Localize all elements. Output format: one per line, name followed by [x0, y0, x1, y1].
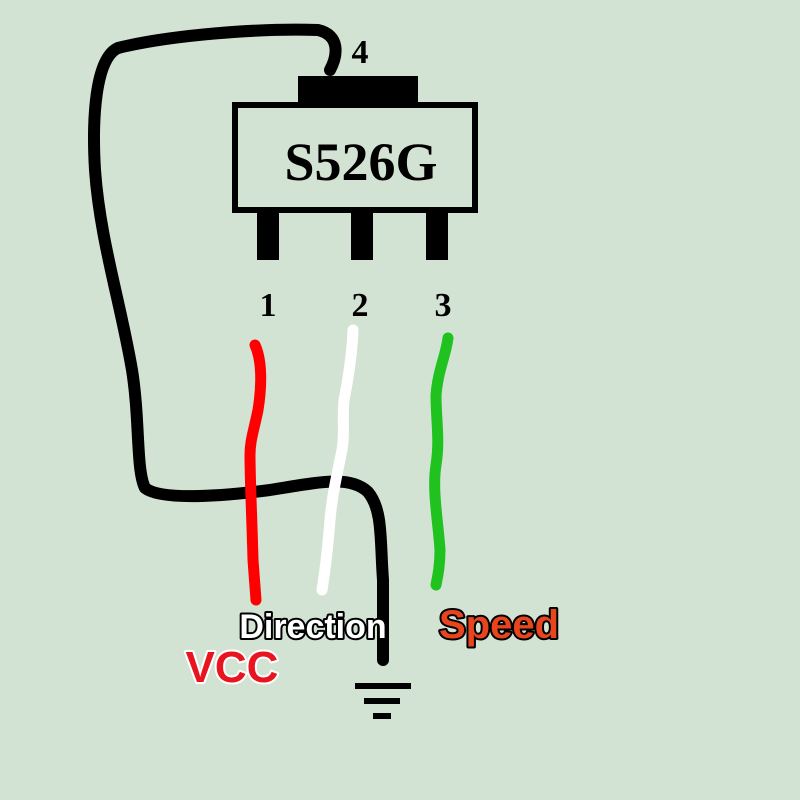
vcc-label: VCC	[186, 643, 279, 692]
chip-leg-1	[257, 210, 279, 260]
pin-4-number: 4	[352, 34, 369, 71]
direction-label: Direction	[239, 608, 386, 646]
ground-wire	[88, 23, 389, 666]
chip-package: S526G	[232, 76, 478, 260]
speed-wire	[429, 332, 454, 591]
pin-2-number: 2	[352, 287, 369, 324]
speed-label: Speed	[439, 603, 559, 647]
pin-3-number: 3	[435, 287, 452, 324]
ground-symbol	[355, 683, 411, 719]
vcc-wire	[244, 339, 267, 606]
pin-1-number: 1	[260, 287, 277, 324]
chip-leg-3	[426, 210, 448, 260]
chip-leg-2	[351, 210, 373, 260]
chip-label: S526G	[284, 132, 437, 192]
chip-tab	[298, 76, 418, 106]
direction-wire	[316, 324, 359, 596]
